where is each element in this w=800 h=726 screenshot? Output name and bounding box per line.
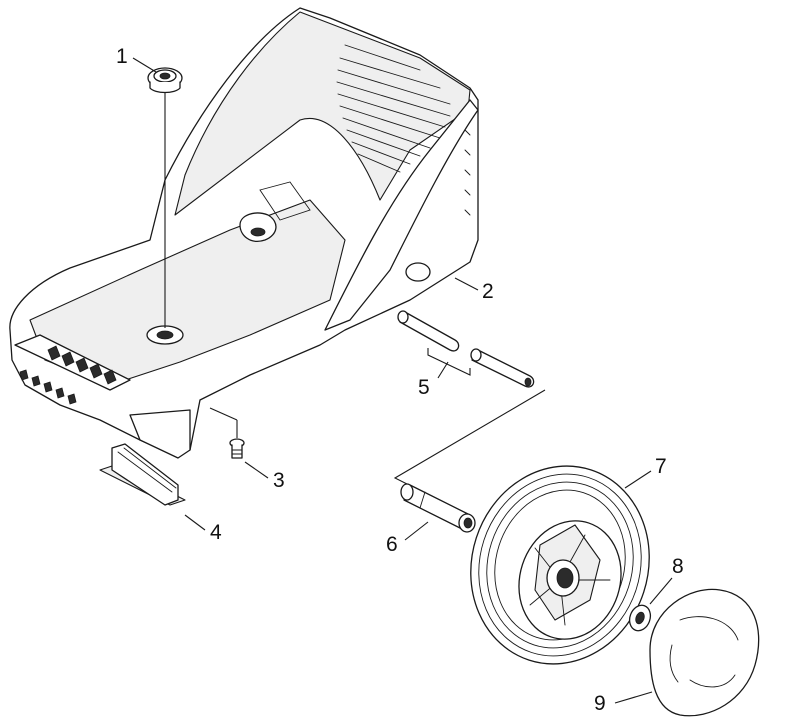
wheel-part bbox=[470, 465, 650, 665]
callout-5: 5 bbox=[418, 376, 430, 399]
callout-1: 1 bbox=[116, 45, 128, 68]
screw-part bbox=[229, 438, 245, 459]
screw-guide-line-2 bbox=[209, 407, 238, 421]
foot-pad-part bbox=[99, 443, 186, 506]
axle-guide-line bbox=[393, 389, 546, 489]
sleeves-leader bbox=[437, 361, 449, 379]
leader-4 bbox=[184, 514, 206, 531]
front-grill bbox=[14, 334, 131, 405]
callout-8: 8 bbox=[672, 555, 684, 578]
leader-1 bbox=[132, 57, 157, 73]
axle-sleeves-part bbox=[397, 310, 535, 388]
callout-3: 3 bbox=[273, 469, 285, 492]
callout-9: 9 bbox=[594, 692, 606, 715]
retaining-washer-part bbox=[628, 604, 652, 632]
callout-7: 7 bbox=[655, 455, 667, 478]
leader-7 bbox=[624, 470, 652, 489]
leader-3 bbox=[244, 461, 269, 479]
axle-part bbox=[400, 483, 476, 533]
vent-slots bbox=[336, 44, 451, 173]
plug-part bbox=[147, 67, 183, 94]
callout-2: 2 bbox=[482, 280, 494, 303]
hub-cap-part bbox=[649, 588, 760, 717]
housing-part bbox=[9, 7, 479, 459]
callout-6: 6 bbox=[386, 533, 398, 556]
leader-8 bbox=[649, 577, 673, 605]
sleeves-bracket bbox=[427, 348, 471, 376]
leader-9 bbox=[614, 691, 653, 704]
callout-4: 4 bbox=[210, 521, 222, 544]
leader-6 bbox=[404, 521, 429, 541]
leader-2 bbox=[454, 277, 479, 291]
